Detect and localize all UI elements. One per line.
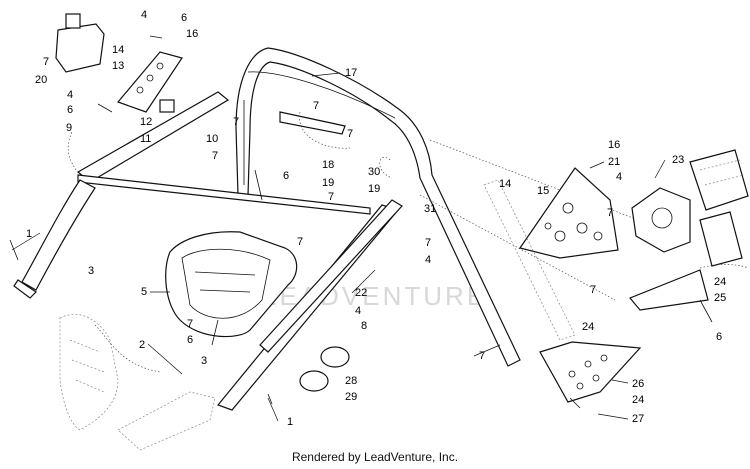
- leader-lines: [67, 111, 749, 373]
- footer-credit: Rendered by LeadVenture, Inc.: [291, 450, 459, 464]
- callout-7: 7: [479, 350, 485, 362]
- callout-24: 24: [632, 394, 644, 406]
- callout-7: 7: [607, 207, 613, 219]
- ghost-left-bracket: [59, 314, 119, 431]
- callout-20: 20: [35, 74, 47, 86]
- callout-3: 3: [201, 355, 207, 367]
- callout-7: 7: [187, 318, 193, 330]
- callout-4: 4: [616, 171, 622, 183]
- callout-7: 7: [313, 100, 319, 112]
- callout-8: 8: [361, 320, 367, 332]
- bracket-plate: [116, 51, 183, 113]
- callout-23: 23: [672, 154, 684, 166]
- callout-7: 7: [233, 116, 239, 128]
- callout-24: 24: [714, 276, 726, 288]
- callout-7: 7: [590, 284, 596, 296]
- callout-6: 6: [716, 331, 722, 343]
- callout-31: 31: [424, 203, 436, 215]
- callout-9: 9: [66, 122, 72, 134]
- floor-pan: [165, 231, 298, 338]
- callout-22: 22: [355, 287, 367, 299]
- callout-25: 25: [714, 292, 726, 304]
- callout-13: 13: [112, 60, 124, 72]
- callout-19: 19: [322, 177, 334, 189]
- callout-24: 24: [582, 321, 594, 333]
- callout-4: 4: [425, 254, 431, 266]
- cross-rod: [77, 174, 371, 215]
- callout-15: 15: [537, 185, 549, 197]
- lower-plate: [539, 341, 642, 403]
- callout-leaders: [11, 72, 666, 422]
- callout-7: 7: [212, 150, 218, 162]
- callout-16: 16: [186, 28, 198, 40]
- callout-4: 4: [355, 305, 361, 317]
- callout-4: 4: [67, 89, 73, 101]
- callout-1: 1: [287, 416, 293, 428]
- callout-2: 2: [139, 339, 145, 351]
- clamp-29: [299, 370, 329, 392]
- callout-4: 4: [141, 9, 147, 21]
- callout-7: 7: [328, 191, 334, 203]
- callout-10: 10: [206, 133, 218, 145]
- callout-19: 19: [368, 183, 380, 195]
- callout-28: 28: [345, 375, 357, 387]
- callout-1: 1: [26, 228, 32, 240]
- callout-5: 5: [141, 286, 147, 298]
- callout-14: 14: [112, 44, 124, 56]
- callout-11: 11: [140, 133, 151, 145]
- control-assembly: [631, 187, 691, 253]
- callout-7: 7: [425, 237, 431, 249]
- callout-17: 17: [345, 67, 357, 79]
- callout-6: 6: [187, 334, 193, 346]
- main-frame-tube: [235, 47, 521, 367]
- callout-6: 6: [283, 170, 289, 182]
- reservoir: [55, 23, 105, 73]
- callout-16: 16: [608, 139, 620, 151]
- callout-29: 29: [345, 391, 357, 403]
- left-frame-tube: [21, 179, 96, 291]
- callout-7: 7: [347, 128, 353, 140]
- callout-27: 27: [632, 413, 644, 425]
- bracket-25: [629, 269, 709, 311]
- ghost-lower-bracket: [117, 391, 216, 451]
- clamp-28: [320, 346, 350, 368]
- callout-6: 6: [181, 12, 187, 24]
- callout-7: 7: [43, 56, 49, 68]
- bracket-18: [279, 111, 346, 135]
- callout-21: 21: [608, 156, 620, 168]
- callout-3: 3: [88, 265, 94, 277]
- callout-18: 18: [322, 159, 334, 171]
- callout-30: 30: [368, 166, 380, 178]
- callout-26: 26: [632, 378, 644, 390]
- callout-7: 7: [297, 236, 303, 248]
- callout-14: 14: [499, 178, 511, 190]
- callout-6: 6: [67, 104, 73, 116]
- callout-12: 12: [140, 116, 152, 128]
